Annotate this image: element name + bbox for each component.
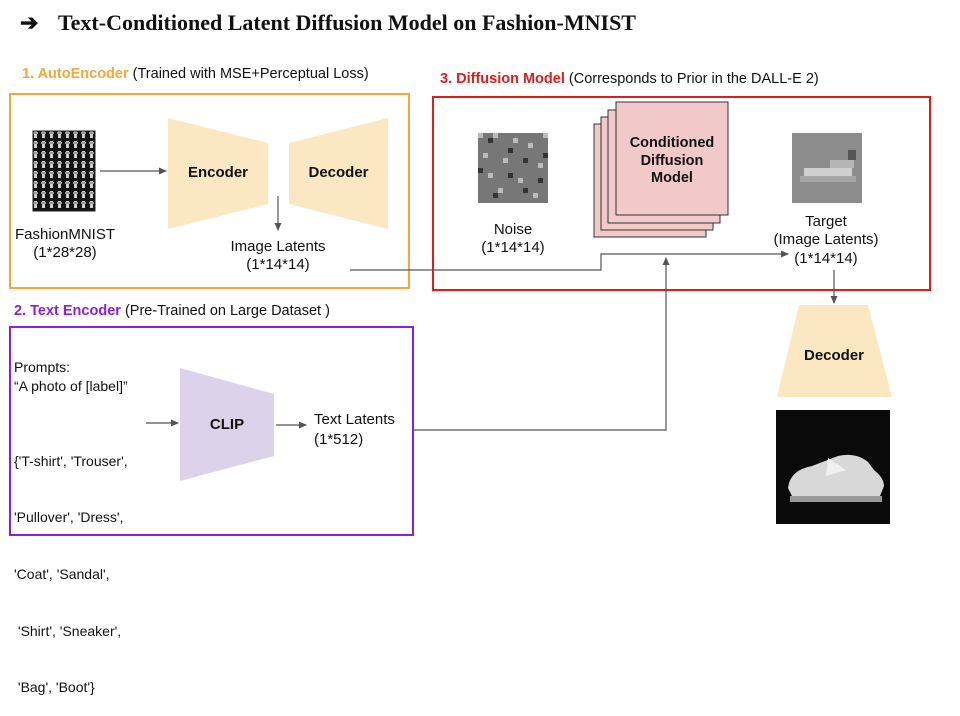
noise-dims: (1*14*14)	[481, 239, 545, 257]
diffusion-model-stack	[593, 101, 729, 238]
text-encoder-heading: 2. Text Encoder (Pre-Trained on Large Da…	[14, 303, 330, 319]
prompts-text: Prompts: “A photo of [label]”	[14, 358, 128, 396]
text-encoder-heading-note: (Pre-Trained on Large Dataset )	[124, 303, 330, 319]
labels-line-4: 'Shirt', 'Sneaker',	[14, 622, 122, 639]
diffusion-heading: 3. Diffusion Model (Corresponds to Prior…	[440, 71, 819, 87]
clip-shape	[180, 368, 274, 481]
decoder-label: Decoder	[308, 164, 369, 181]
output-sneaker-image	[776, 410, 890, 524]
fashionmnist-label: FashionMNIST (1*28*28)	[10, 226, 120, 263]
autoencoder-heading-title: 1. AutoEncoder	[22, 66, 129, 82]
labels-line-3: 'Coat', 'Sandal',	[14, 566, 110, 583]
fashionmnist-name: FashionMNIST	[14, 226, 116, 243]
conditioned-diffusion-model-label: Conditioned Diffusion Model	[616, 135, 728, 188]
latents-to-target-arrow	[350, 250, 789, 271]
noise-image	[478, 133, 548, 203]
arrow-right-icon: ➔	[20, 10, 39, 35]
target-sub: (Image Latents)	[773, 231, 879, 249]
diffusion-heading-title: 3. Diffusion Model	[440, 71, 565, 87]
diffusion-heading-note: (Corresponds to Prior in the DALL-E 2)	[568, 71, 819, 87]
labels-line-1: {'T-shirt', 'Trouser',	[14, 452, 128, 469]
diagram-graphics	[32, 101, 892, 524]
text-latents-label: Text Latents (1*512)	[314, 410, 395, 451]
diffusion-frame	[432, 96, 931, 291]
model-line-1: Conditioned	[629, 135, 715, 151]
labels-line-5: 'Bag', 'Boot'}	[14, 679, 95, 696]
target-latent-image	[792, 133, 862, 203]
fashionmnist-image	[32, 130, 96, 212]
decoder-shape	[289, 118, 388, 229]
noise-name: Noise	[493, 221, 533, 238]
autoencoder-heading-note: (Trained with MSE+Perceptual Loss)	[132, 66, 369, 82]
clip-label: CLIP	[209, 416, 245, 433]
image-latents-label: Image Latents (1*14*14)	[218, 238, 338, 275]
text-latents-to-diffusion-arrow	[412, 257, 670, 431]
output-decoder-shape	[777, 305, 892, 397]
model-line-2: Diffusion	[640, 152, 704, 169]
target-label: Target (Image Latents) (1*14*14)	[760, 213, 892, 268]
prompts-line-2: “A photo of [label]”	[14, 377, 128, 394]
page-title: ➔ Text-Conditioned Latent Diffusion Model…	[20, 10, 636, 36]
image-latents-name: Image Latents	[230, 238, 326, 255]
autoencoder-heading: 1. AutoEncoder (Trained with MSE+Percept…	[22, 66, 369, 82]
fashionmnist-dims: (1*28*28)	[33, 244, 97, 262]
autoencoder-frame	[9, 93, 410, 289]
labels-line-2: 'Pullover', 'Dress',	[14, 509, 124, 526]
labels-list: {'T-shirt', 'Trouser', 'Pullover', 'Dres…	[14, 414, 128, 716]
text-latents-name: Text Latents	[314, 411, 395, 428]
output-decoder-label: Decoder	[803, 347, 865, 364]
target-name: Target	[805, 213, 847, 230]
encoder-label: Encoder	[187, 164, 248, 181]
title-text: Text-Conditioned Latent Diffusion Model …	[58, 10, 636, 35]
image-latents-dims: (1*14*14)	[246, 256, 310, 274]
text-latents-dims: (1*512)	[314, 431, 364, 449]
encoder-shape	[168, 118, 268, 229]
text-encoder-frame	[9, 326, 414, 536]
prompts-line-1: Prompts:	[14, 359, 71, 375]
text-encoder-heading-title: 2. Text Encoder	[14, 303, 121, 319]
target-dims: (1*14*14)	[794, 249, 858, 267]
model-line-3: Model	[651, 170, 693, 187]
noise-label: Noise (1*14*14)	[463, 221, 563, 258]
